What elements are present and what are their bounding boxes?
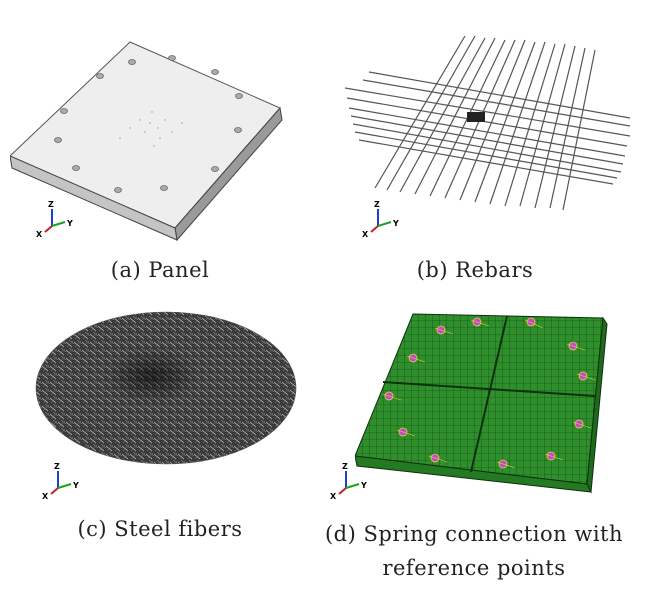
panel-b-figure xyxy=(345,28,630,213)
caption-c: (c) Steel fibers xyxy=(77,517,243,541)
caption-a: (a) Panel xyxy=(110,258,210,282)
panel-c-figure xyxy=(34,308,298,468)
steel-fiber-cloud xyxy=(35,311,297,465)
axis-z-label: Z xyxy=(48,200,54,209)
rebar-drawing xyxy=(345,35,630,211)
axis-z-label: Z xyxy=(54,462,60,471)
axis-y-label: Y xyxy=(67,219,73,228)
bolt-holes xyxy=(54,55,243,193)
rebar-central-block xyxy=(467,112,485,122)
reference-points xyxy=(382,317,596,469)
axis-x-label: X xyxy=(362,230,369,239)
caption-d-line2: reference points xyxy=(382,556,566,580)
axis-x-label: X xyxy=(42,492,49,501)
axis-y-label: Y xyxy=(393,219,399,228)
axis-x-label: X xyxy=(330,492,337,501)
panel-d-figure xyxy=(355,306,611,502)
caption-d-line1: (d) Spring connection with xyxy=(324,522,624,546)
caption-b: (b) Rebars xyxy=(416,258,534,282)
axis-triad-b: Z Y X xyxy=(360,200,402,244)
panel-speckles xyxy=(119,111,183,147)
panel-slab-drawing xyxy=(10,41,283,242)
axis-z-label: Z xyxy=(374,200,380,209)
caption-d: (d) Spring connection with reference poi… xyxy=(318,517,630,585)
axis-y-label: Y xyxy=(73,481,79,490)
panel-a-figure xyxy=(10,28,290,243)
axis-triad-c: Z Y X xyxy=(40,462,82,506)
axis-z-label: Z xyxy=(342,462,348,471)
axis-triad-d: Z Y X xyxy=(328,462,370,506)
axis-triad-a: Z Y X xyxy=(34,200,76,244)
axis-x-label: X xyxy=(36,230,43,239)
fe-mesh-drawing xyxy=(355,313,608,494)
axis-y-label: Y xyxy=(361,481,367,490)
